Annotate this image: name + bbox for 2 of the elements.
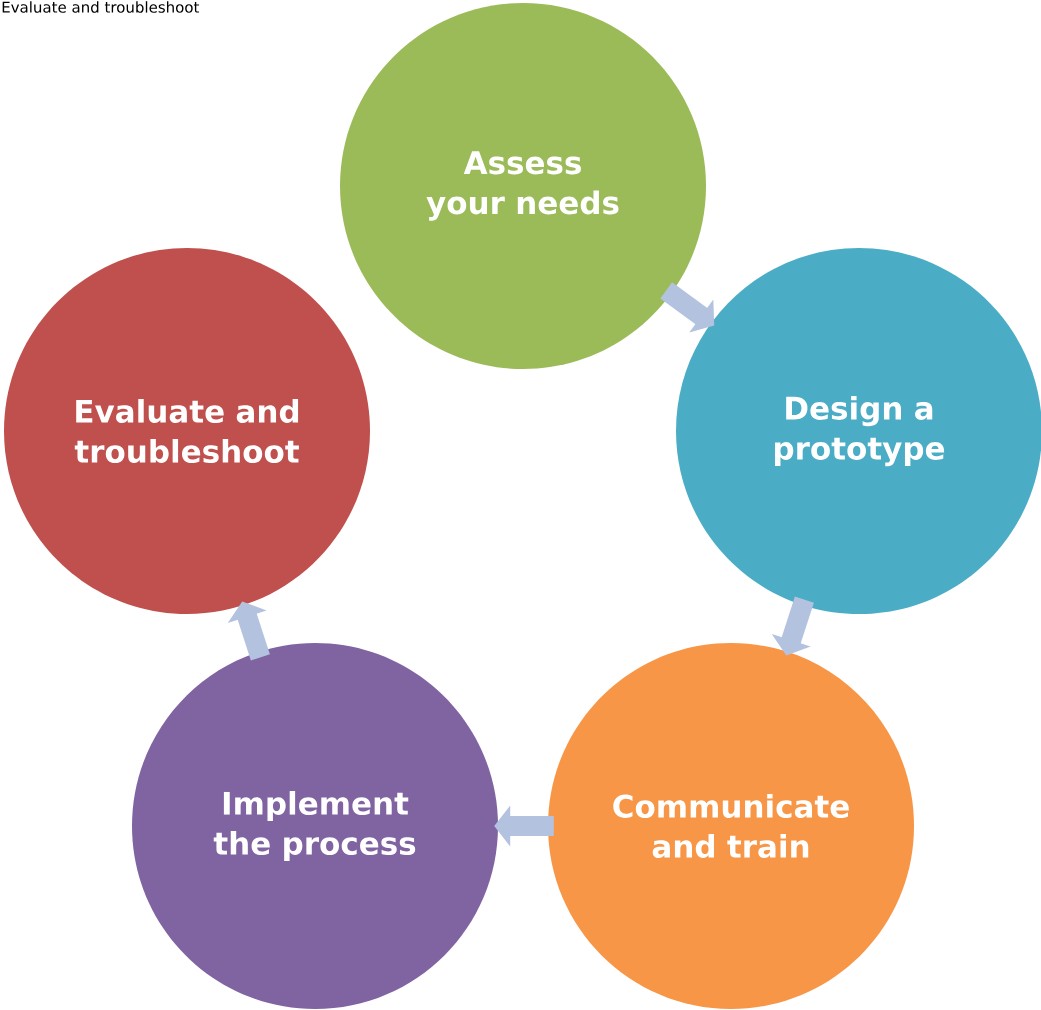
corner-note: Evaluate and troubleshoot: [2, 1, 200, 13]
block-arrow: [227, 601, 270, 661]
